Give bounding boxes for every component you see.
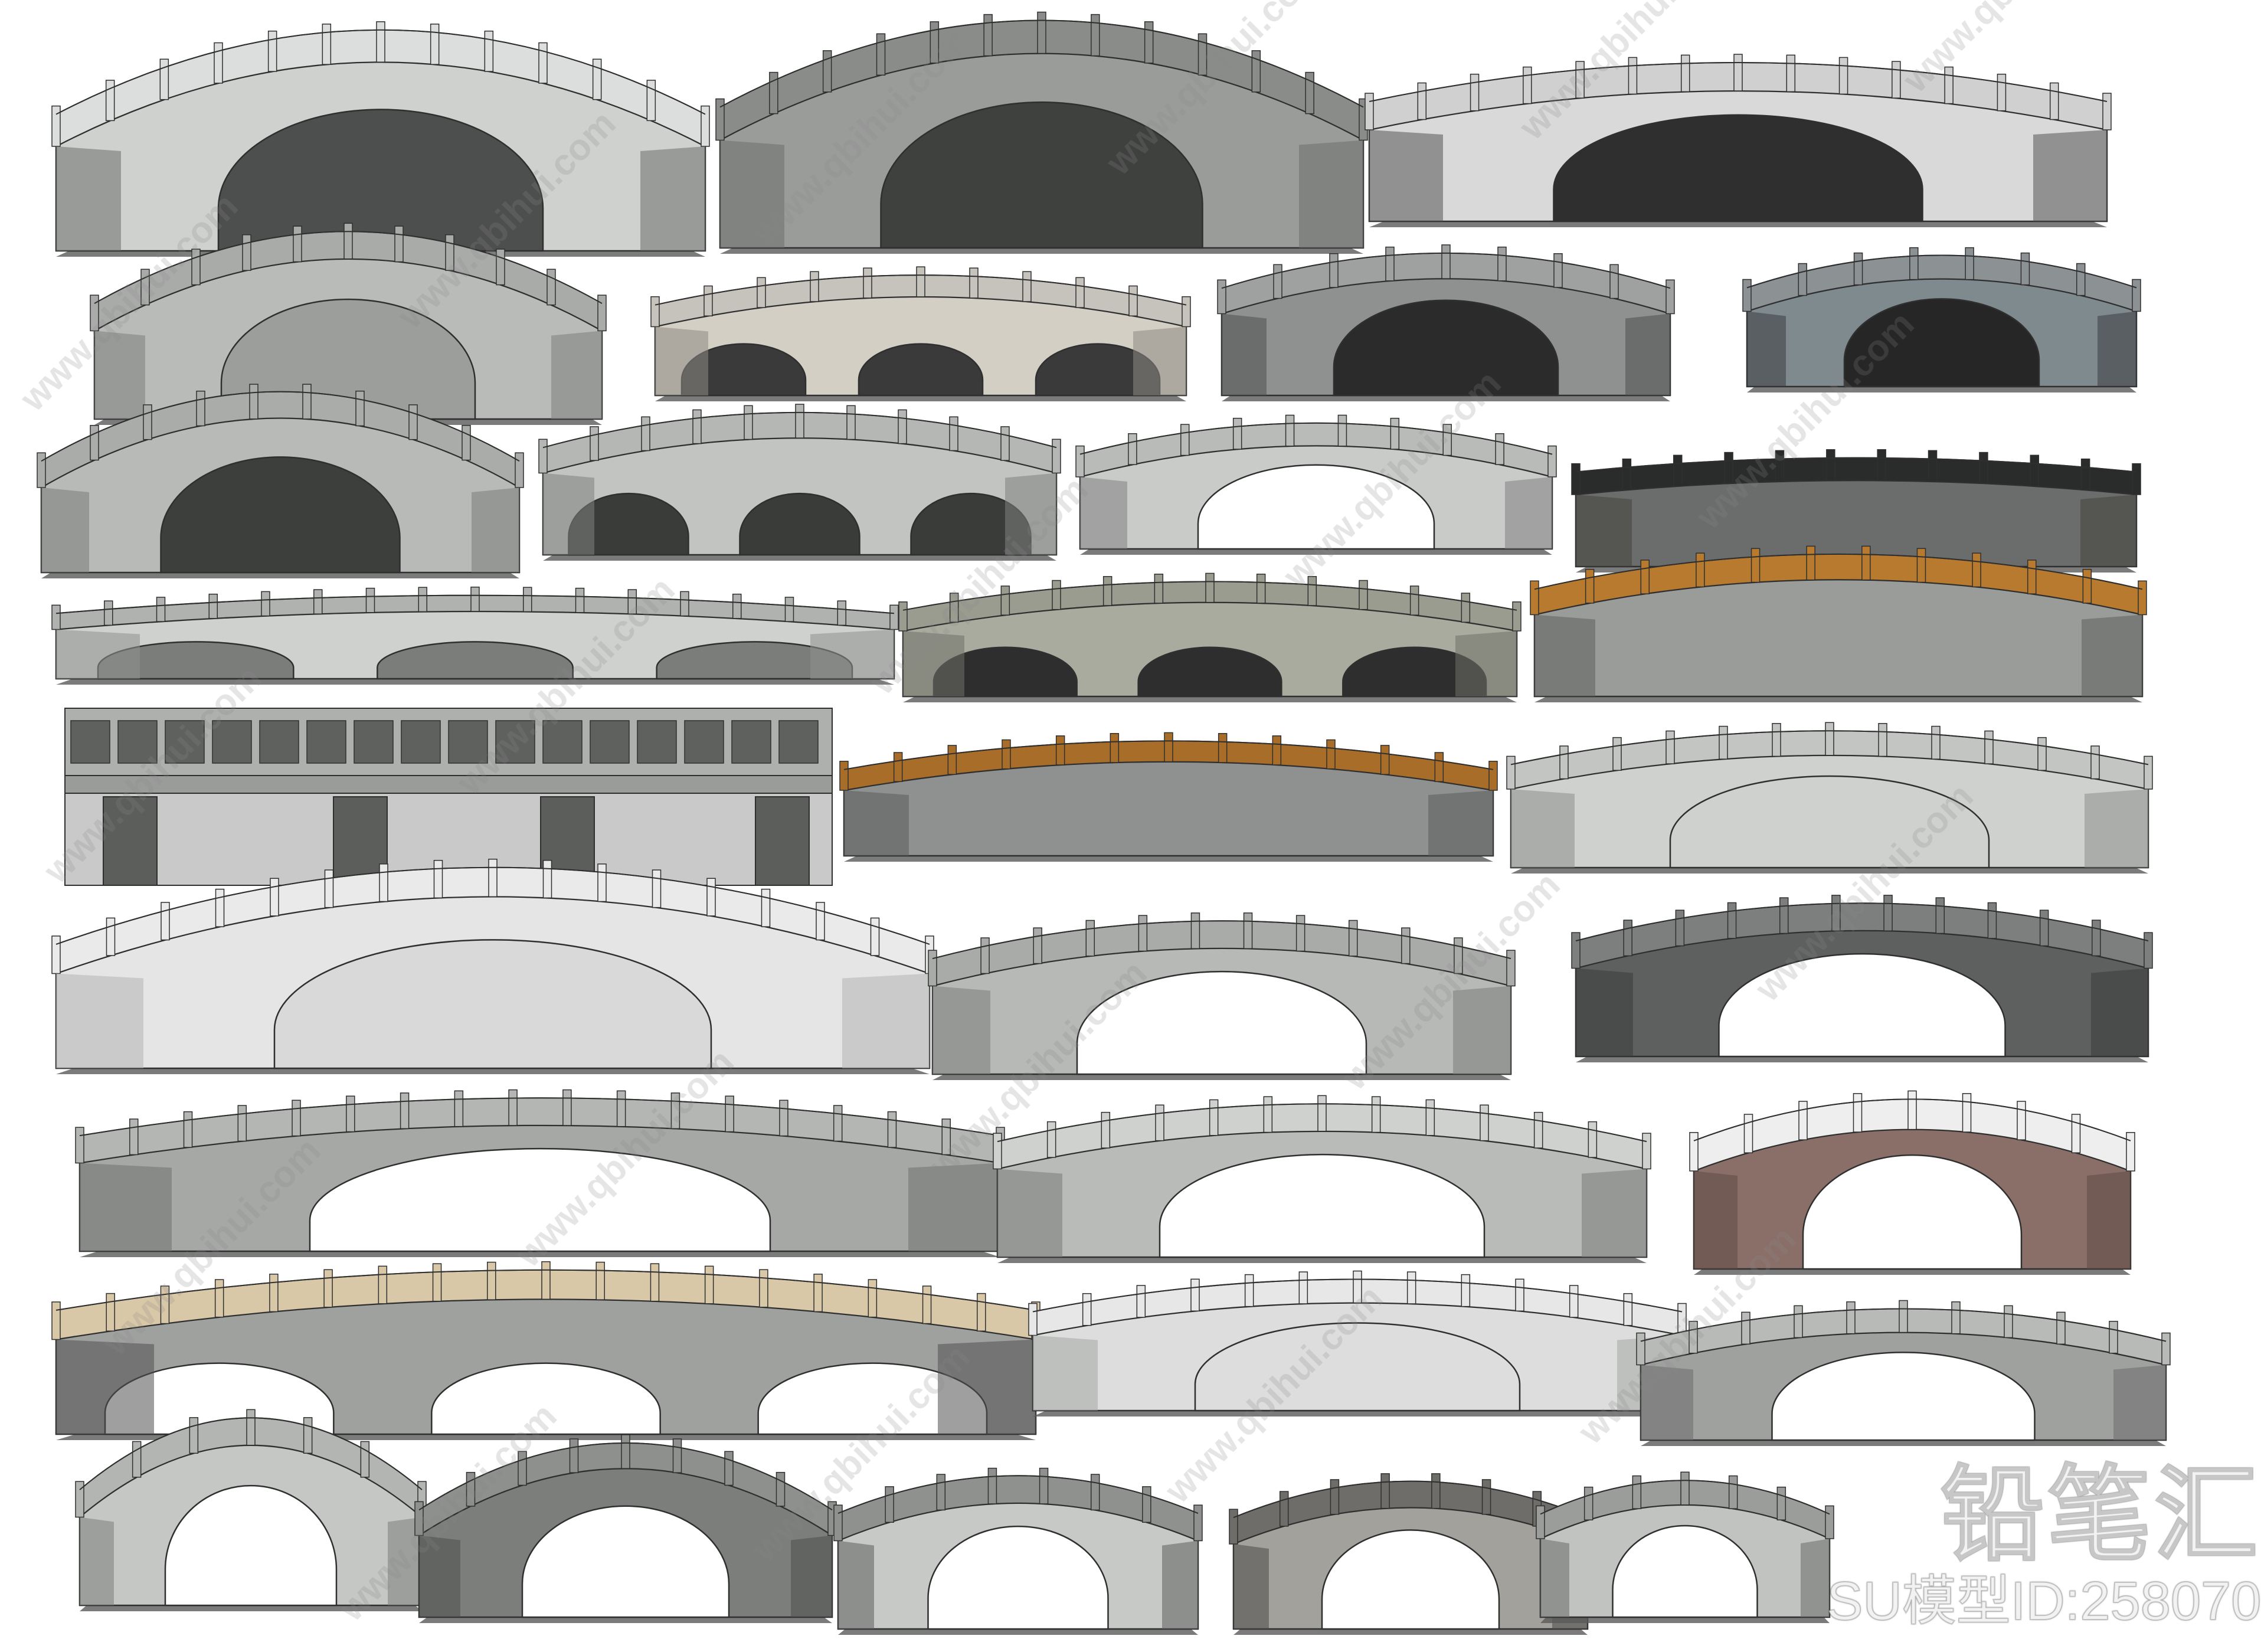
bridge-model	[1536, 1471, 1834, 1623]
bridge-model	[833, 1467, 1203, 1635]
bridge-model	[1217, 244, 1675, 401]
bridge-model	[650, 266, 1191, 401]
bridge-model	[51, 858, 934, 1074]
brand-logo-text: 铅笔汇	[1940, 1455, 2261, 1575]
brand-watermark: 铅笔汇 SU模型ID:258070	[1826, 1455, 2261, 1632]
bridge-model	[1229, 1473, 1592, 1635]
bridge-model	[90, 223, 607, 425]
bridge-model	[75, 1409, 427, 1611]
bridge-model	[839, 732, 1498, 862]
bridge-model	[993, 1095, 1651, 1263]
bridge-model	[414, 1434, 837, 1623]
bridge-model	[1506, 722, 2153, 874]
bridge-model	[1028, 1270, 1687, 1417]
bridge-model	[928, 912, 1516, 1080]
bridge-model	[75, 1089, 1005, 1257]
bridge-model	[898, 573, 1521, 702]
bridge-model	[1571, 895, 2153, 1062]
bridge-model	[51, 586, 899, 685]
bridge-model	[51, 1261, 1040, 1440]
bridge-model	[538, 404, 1061, 561]
bridge-model	[1636, 1300, 2171, 1446]
bridge-model	[1365, 54, 2112, 227]
bridge-model	[51, 21, 710, 257]
model-id-text: SU模型ID:258070	[1826, 1571, 2261, 1631]
bridge-model	[1689, 1090, 2135, 1275]
bridge-model	[1530, 545, 2147, 702]
bridge-model	[715, 11, 1368, 254]
bridge-model	[1075, 414, 1557, 555]
bridge-model	[37, 384, 524, 578]
bridge-model	[1742, 247, 2141, 392]
